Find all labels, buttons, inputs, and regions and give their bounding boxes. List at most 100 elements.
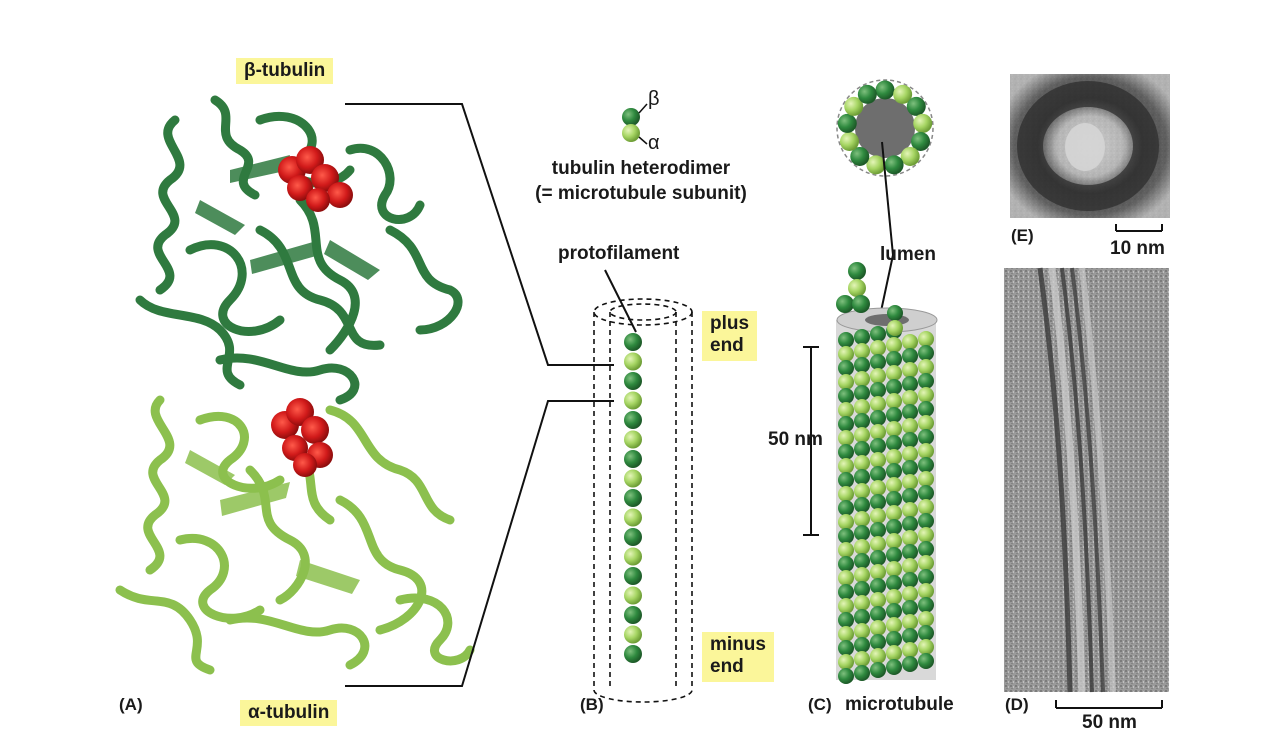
microtubule-subunit (918, 555, 934, 571)
microtubule-subunit (870, 480, 886, 496)
microtubule-subunit (918, 653, 934, 669)
microtubule-subunit (886, 631, 902, 647)
free-beta-subunit (836, 295, 854, 313)
microtubule-subunit (886, 519, 902, 535)
panel-c-letter: (C) (808, 695, 832, 715)
microtubule-subunit (854, 665, 870, 681)
microtubule-subunit (902, 362, 918, 378)
microtubule-subunit (886, 435, 902, 451)
beta-symbol: β (648, 88, 660, 111)
ring-subunit (838, 114, 857, 133)
ten-nm-label: 10 nm (1110, 238, 1165, 260)
microtubule-subunit (918, 499, 934, 515)
microtubule-subunit (838, 570, 854, 586)
microtubule-subunit (918, 541, 934, 557)
microtubule-subunit (918, 443, 934, 459)
microtubule-subunit (838, 472, 854, 488)
microtubule-subunit (854, 553, 870, 569)
microtubule-subunit (838, 640, 854, 656)
minus-end-label: minus end (702, 632, 774, 682)
free-beta-subunit (887, 305, 903, 321)
ring-subunit (901, 147, 920, 166)
alpha-subunit (624, 509, 642, 527)
microtubule-subunit (838, 626, 854, 642)
microtubule-subunit (902, 348, 918, 364)
microtubule-subunit (886, 379, 902, 395)
microtubule-subunit (886, 449, 902, 465)
microtubule-subunit (918, 569, 934, 585)
microtubule-subunit (854, 497, 870, 513)
microtubule-subunit (870, 354, 886, 370)
microtubule-subunit (886, 589, 902, 605)
microtubule-subunit (870, 452, 886, 468)
microtubule-subunit (854, 581, 870, 597)
microtubule-subunit (838, 486, 854, 502)
microtubule-subunit (918, 583, 934, 599)
microtubule-subunit (886, 505, 902, 521)
microtubule-subunit (854, 623, 870, 639)
microtubule-subunit (918, 471, 934, 487)
heterodimer-subtitle: (= microtubule subunit) (520, 183, 762, 205)
lumen-label: lumen (880, 244, 936, 266)
tubulin-ribbon-structure-icon (120, 100, 470, 670)
microtubule-subunit (838, 556, 854, 572)
beta-subunit (624, 372, 642, 390)
microtubule-subunit (854, 525, 870, 541)
microtubule-subunit (918, 415, 934, 431)
microtubule-subunit (870, 634, 886, 650)
microtubule-subunit (838, 654, 854, 670)
microtubule-subunit (854, 371, 870, 387)
ring-subunit (907, 97, 926, 116)
microtubule-subunit (854, 651, 870, 667)
microtubule-subunit (870, 424, 886, 440)
microtubule-subunit (870, 522, 886, 538)
microtubule-subunit (902, 488, 918, 504)
microtubule-subunit (870, 438, 886, 454)
microtubule-subunit (838, 500, 854, 516)
em-cross-section-image-icon (1010, 74, 1170, 218)
microtubule-subunit (886, 575, 902, 591)
alpha-tubulin-label: α-tubulin (240, 700, 337, 726)
microtubule-subunit (838, 598, 854, 614)
microtubule-subunit (854, 539, 870, 555)
microtubule-subunit (902, 460, 918, 476)
microtubule-subunit (902, 544, 918, 560)
heterodimer-icon (622, 104, 647, 144)
microtubule-subunit (918, 485, 934, 501)
microtubule-subunit (870, 382, 886, 398)
protofilament-cylinder (594, 299, 692, 702)
microtubule-subunit (838, 416, 854, 432)
microtubule-subunit (886, 463, 902, 479)
microtubule-subunit (870, 564, 886, 580)
microtubule-subunit (854, 567, 870, 583)
panel-e-letter: (E) (1011, 226, 1034, 246)
microtubule-subunit (918, 639, 934, 655)
alpha-subunit (624, 431, 642, 449)
microtubule-subunit (870, 326, 886, 342)
microtubule-subunit (886, 351, 902, 367)
free-alpha-subunit (848, 279, 866, 297)
microtubule-subunit (918, 345, 934, 361)
microtubule-subunit (854, 329, 870, 345)
beta-subunit (624, 567, 642, 585)
microtubule-subunit (902, 558, 918, 574)
microtubule-subunit (838, 346, 854, 362)
microtubule-subunit (870, 550, 886, 566)
microtubule-subunit (838, 612, 854, 628)
beta-subunit (624, 606, 642, 624)
microtubule-subunit (918, 611, 934, 627)
microtubule-subunit (886, 365, 902, 381)
microtubule-subunit (918, 387, 934, 403)
protofilament-beads (624, 333, 642, 663)
microtubule-subunit (838, 374, 854, 390)
microtubule-subunit (870, 494, 886, 510)
microtubule-subunit (918, 373, 934, 389)
microtubule-subunit (854, 427, 870, 443)
microtubule-subunit (902, 390, 918, 406)
alpha-subunit (624, 470, 642, 488)
microtubule-subunit (886, 421, 902, 437)
microtubule-subunit (902, 418, 918, 434)
microtubule-subunit (854, 637, 870, 653)
